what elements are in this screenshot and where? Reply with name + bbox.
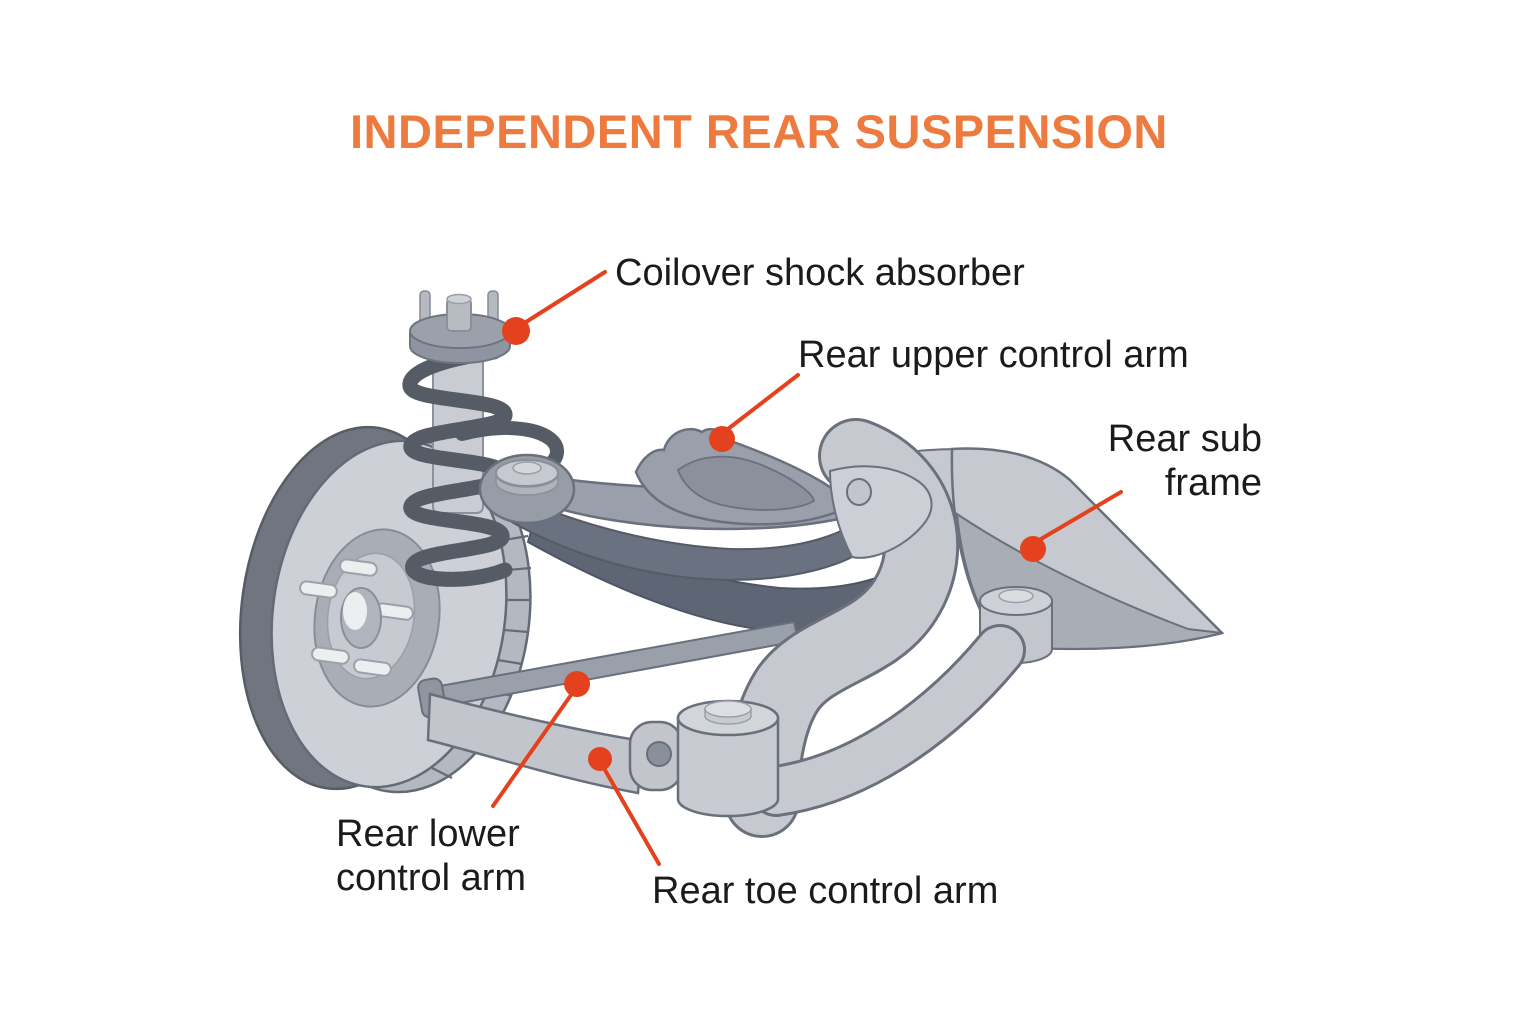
leader-lower-arm xyxy=(491,693,573,808)
hub-bore-highlight xyxy=(343,592,367,630)
upper-control-arm xyxy=(478,427,880,581)
label-rear-sub-frame-line1: Rear sub xyxy=(1107,418,1262,460)
wheel-lug-slots xyxy=(299,558,414,677)
page-title: INDEPENDENT REAR SUSPENSION xyxy=(350,105,1168,158)
label-rear-lower-control-arm: Rear lower control arm xyxy=(336,812,526,900)
knuckle-hump-inner xyxy=(676,455,816,511)
strut-top-mount xyxy=(409,290,511,364)
label-rear-lower-control-arm-line2: control arm xyxy=(336,857,527,899)
label-rear-lower-control-arm-line1: Rear lower xyxy=(336,813,520,855)
leader-subframe xyxy=(1039,490,1123,541)
rear-subframe xyxy=(724,418,1225,838)
lower-arm-bushing xyxy=(676,699,780,818)
label-rear-sub-frame: Rear sub frame xyxy=(1108,417,1262,505)
dot-upper-arm xyxy=(709,426,735,452)
leader-coilover xyxy=(524,270,607,324)
dot-lower-arm xyxy=(564,671,590,697)
dot-subframe xyxy=(1020,536,1046,562)
lower-control-arm xyxy=(426,692,684,795)
leader-toe-arm xyxy=(603,768,661,866)
leader-lines xyxy=(491,270,1123,866)
label-coilover-shock-absorber: Coilover shock absorber xyxy=(615,252,1025,294)
label-rear-sub-frame-line2: frame xyxy=(1164,462,1262,504)
dot-coilover xyxy=(502,317,530,345)
label-rear-upper-control-arm: Rear upper control arm xyxy=(798,334,1189,376)
leader-upper-arm xyxy=(726,373,800,431)
subframe-bottom-rail xyxy=(753,627,1023,814)
callout-dots xyxy=(502,317,1046,771)
bracket-hole xyxy=(846,478,872,506)
dot-toe-arm xyxy=(588,747,612,771)
label-rear-toe-control-arm: Rear toe control arm xyxy=(652,870,999,912)
